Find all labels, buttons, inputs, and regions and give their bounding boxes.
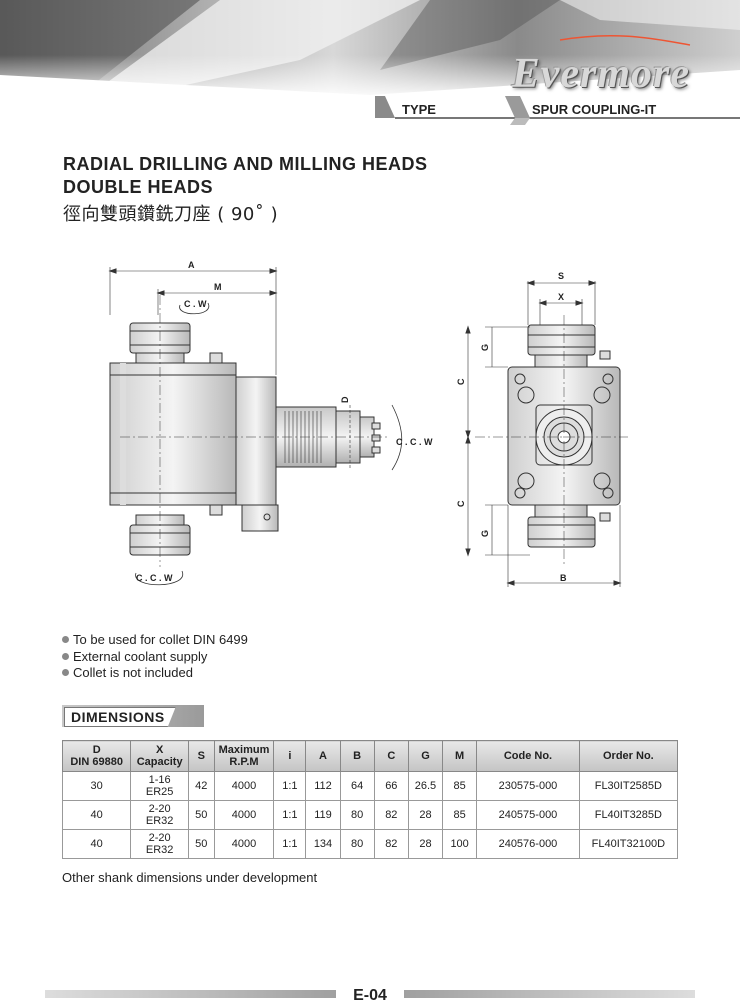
col-header-m: M [442,740,478,772]
dim-label-a: A [188,260,195,270]
cell-g: 28 [407,800,444,830]
page-title-chinese: 徑向雙頭鑽銑刀座 ( 90˚ ) [63,204,279,225]
feature-text: To be used for collet DIN 6499 [73,632,248,647]
cell-order: FL40IT32100D [578,829,679,859]
cell-b: 80 [339,829,375,859]
col-header-i: i [273,740,307,772]
col-header-c: C [373,740,409,772]
page-number: E-04 [336,985,404,1007]
dim-label-cw: C . W [184,299,207,309]
cell-i: 1:1 [273,800,307,830]
type-label: TYPE [402,102,436,117]
page-title: RADIAL DRILLING AND MILLING HEADS [63,154,428,174]
dim-label-x: X [558,292,564,302]
cell-c: 82 [373,829,409,859]
feature-item: External coolant supply [62,649,248,666]
feature-item: To be used for collet DIN 6499 [62,632,248,649]
header-graphic [0,0,740,125]
dim-label-b: B [560,573,567,583]
cell-code: 230575-000 [476,771,580,801]
cell-i: 1:1 [273,829,307,859]
dim-label-g-bottom: G [480,530,490,537]
cell-s: 42 [187,771,215,801]
feature-list: To be used for collet DIN 6499 External … [62,632,248,682]
dim-label-g-top: G [480,344,490,351]
dim-label-c-bottom: C [456,500,466,507]
technical-drawing: A M C . W D C . C . W C . C . W S X G C … [108,260,628,587]
bullet-icon [62,652,69,660]
page-subtitle: DOUBLE HEADS [63,177,214,197]
dimensions-label: DIMENSIONS [64,707,176,727]
col-header-b: B [339,740,375,772]
col-header-a: A [305,740,341,772]
dim-label-s: S [558,271,564,281]
cell-b: 80 [339,800,375,830]
cell-c: 82 [373,800,409,830]
col-header-code: Code No. [476,740,580,772]
cell-g: 26.5 [407,771,444,801]
bullet-icon [62,636,69,644]
feature-item: Collet is not included [62,665,248,682]
cell-d: 30 [61,771,132,801]
development-note: Other shank dimensions under development [62,870,318,885]
cell-code: 240575-000 [476,800,580,830]
cell-rpm: 4000 [213,771,275,801]
dim-label-ccw-right: C . C . W [396,437,433,447]
cell-code: 240576-000 [476,829,580,859]
cell-d: 40 [61,829,132,859]
cell-m: 85 [442,771,478,801]
dim-label-m: M [214,282,222,292]
cell-a: 119 [305,800,341,830]
feature-text: Collet is not included [73,665,193,680]
cell-m: 85 [442,800,478,830]
cell-i: 1:1 [273,771,307,801]
dimensions-section-header: DIMENSIONS [62,705,204,727]
cell-a: 112 [305,771,341,801]
col-header-g: G [407,740,444,772]
cell-g: 28 [407,829,444,859]
cell-b: 64 [339,771,375,801]
dim-label-c-top: C [456,378,466,385]
cell-a: 134 [305,829,341,859]
dim-label-ccw-bottom: C . C . W [136,573,173,583]
cell-m: 100 [442,829,478,859]
feature-text: External coolant supply [73,648,208,664]
col-header-order: Order No. [578,740,679,772]
brand-logo: Evermore [511,51,690,97]
cell-s: 50 [187,829,215,859]
cell-order: FL40IT3285D [578,800,679,830]
type-value: SPUR COUPLING-IT [532,102,657,117]
dim-label-d: D [340,396,350,403]
header-banner: Evermore TYPE SPUR COUPLING-IT [0,0,740,125]
cell-s: 50 [187,800,215,830]
bullet-icon [62,669,69,677]
cell-d: 40 [61,800,132,830]
col-header-s: S [187,740,215,772]
cell-c: 66 [373,771,409,801]
cell-rpm: 4000 [213,800,275,830]
cell-rpm: 4000 [213,829,275,859]
cell-order: FL30IT2585D [578,771,679,801]
